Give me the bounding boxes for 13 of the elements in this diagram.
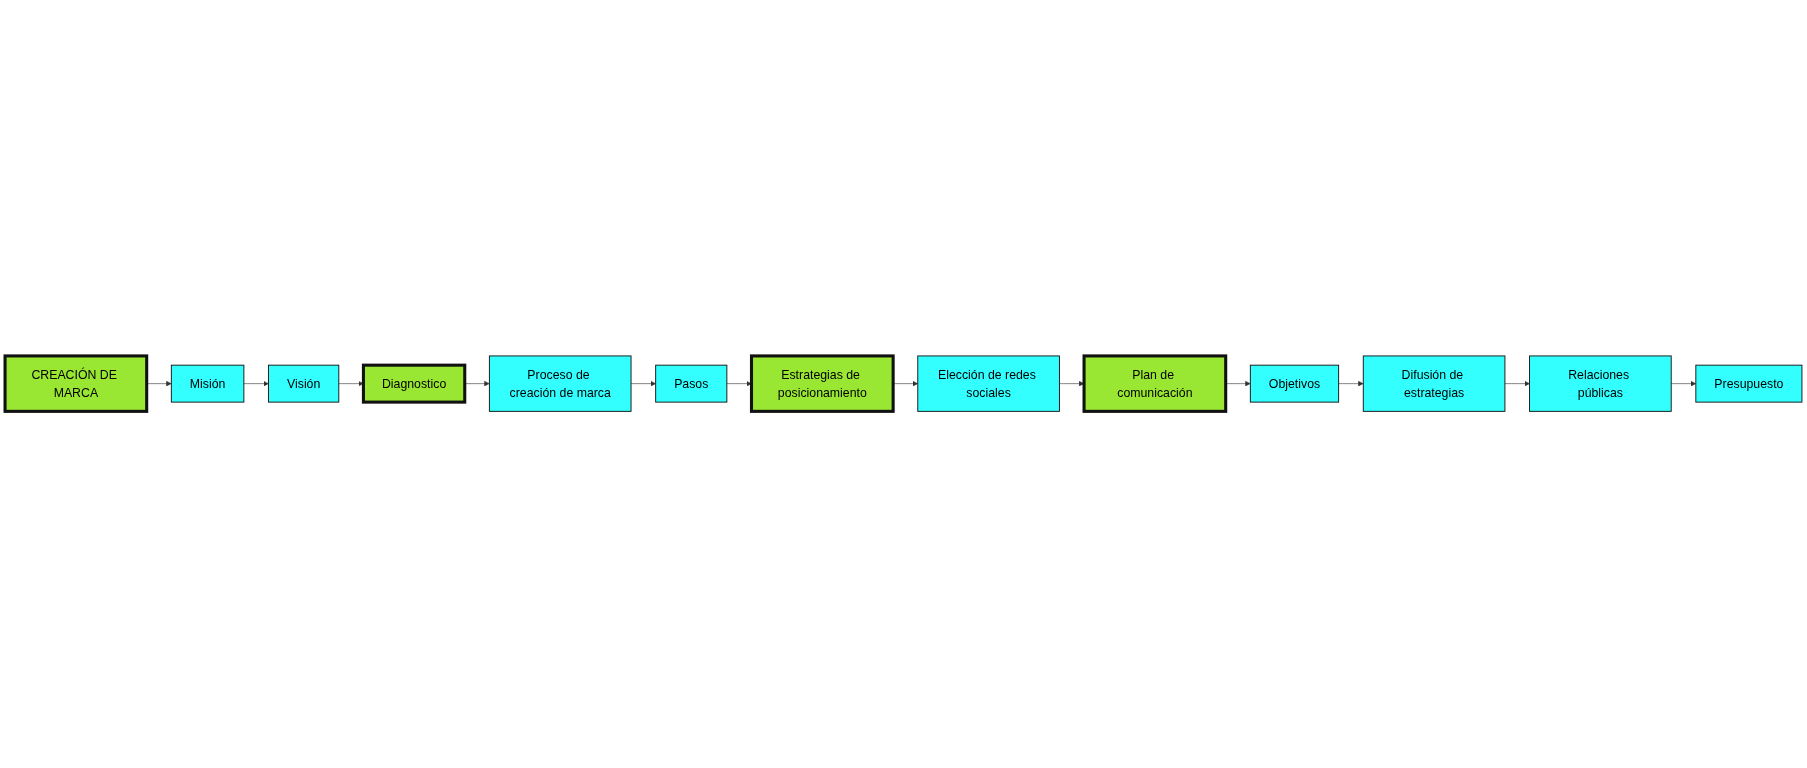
node-box: Relaciones públicas xyxy=(1529,355,1672,413)
node-box: Difusión de estrategias xyxy=(1362,355,1506,413)
node-box: Elección de redes sociales xyxy=(917,355,1060,413)
node-box: Estrategias de posicionamiento xyxy=(749,354,895,414)
node-box: Objetivos xyxy=(1249,365,1340,403)
node-box: Presupuesto xyxy=(1695,365,1803,403)
node-box: Proceso de creación de marca xyxy=(488,355,632,413)
node-box: Misión xyxy=(170,365,245,403)
node-box: CREACIÓN DE MARCA xyxy=(3,354,149,414)
node-box: Diagnostico xyxy=(361,363,467,405)
node-box: Plan de comunicación xyxy=(1082,354,1228,414)
node-box: Visión xyxy=(268,365,340,403)
node-box: Pasos xyxy=(655,365,728,403)
